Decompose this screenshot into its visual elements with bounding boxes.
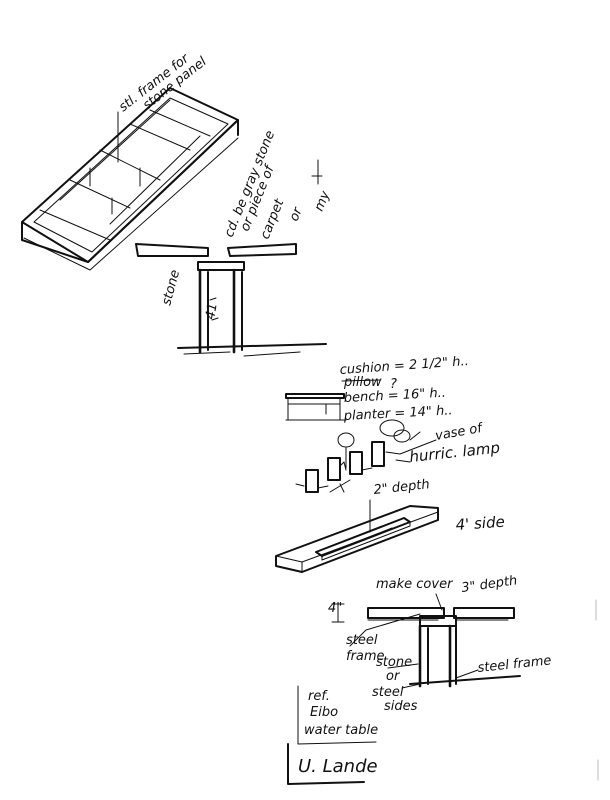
annotation-ref-line2: Eibo (310, 705, 338, 720)
annotation-depth2: 2" depth (373, 477, 430, 498)
annotation-make-cover: make cover (376, 577, 454, 592)
annotation-stone-or-line1: stone (376, 655, 412, 670)
edge-mark (595, 599, 599, 781)
annotation-depth3: 3" depth (460, 573, 518, 596)
signature: U. Lande (298, 756, 378, 777)
annotation-steel-frame-line1: steel (346, 633, 378, 648)
frame-sketch-isometric (21, 87, 239, 271)
annotation-gray-stone-line5: my (312, 189, 334, 214)
annotation-height: 41 (203, 302, 221, 321)
steel-frame-section-sketch (331, 593, 521, 689)
planter-top-sketch (275, 499, 439, 573)
annotation-pillow: pillow (343, 375, 382, 390)
height-elevation-sketch (285, 393, 347, 421)
annotation-gray-stone-line4: or (287, 204, 307, 223)
annotation-steel-frame-line2: frame (346, 649, 385, 664)
annotation-side4: 4' side (455, 513, 505, 534)
pillow-strike (341, 379, 381, 382)
annotation-steel-frame-right: steel frame (477, 653, 552, 676)
vase-lamp-sketch (295, 419, 437, 493)
annotation-steel-sides-line2: sides (384, 699, 418, 714)
annotation-cushion-q: ? (390, 377, 397, 392)
bench-section-sketch (135, 159, 327, 357)
annotation-ref-line3: water table (304, 723, 378, 738)
annotation-stone: stone (159, 268, 183, 307)
annotation-steel-sides-line1: steel (372, 685, 404, 700)
annotation-stone-or-line2: or (386, 669, 401, 684)
annotation-planter: planter = 14" h.. (342, 403, 452, 424)
reference-box-sketch (287, 685, 377, 785)
annotation-dim4: 4" (328, 601, 342, 616)
annotation-ref-line1: ref. (308, 689, 330, 704)
annotation-hurric: hurric. lamp (409, 439, 501, 466)
annotation-bench: bench = 16" h.. (343, 386, 446, 406)
